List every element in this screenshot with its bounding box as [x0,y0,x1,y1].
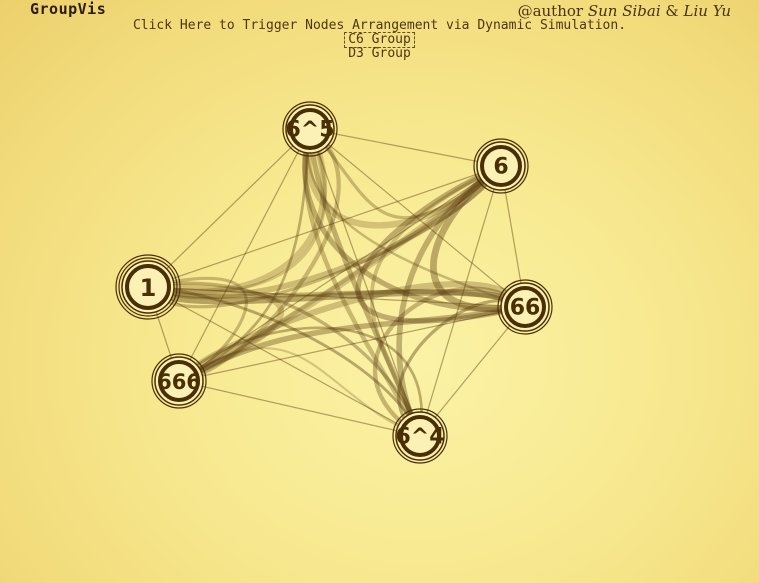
edge-curve-n6-n666 [177,164,503,383]
edge-curve-n1-n65 [144,125,328,295]
edge-n65-n6 [309,128,502,167]
node-n64[interactable]: 6^4 [392,408,448,464]
node-halo-ring [497,279,553,335]
trigger-simulation-link[interactable]: Click Here to Trigger Nodes Arrangement … [132,18,627,33]
node-n666[interactable]: 666 [151,353,207,409]
author-credit: @author Sun Sibai & Liu Yu [518,2,731,20]
node-halo-ring [282,101,338,157]
edge-curve-n1-n6 [145,163,504,300]
node-label: 66 [510,296,541,321]
edge-curve-n1-n6 [146,164,503,309]
edge-curve-n6-n66 [355,163,528,324]
app-title: GroupVis [30,0,107,18]
node-n6[interactable]: 6 [473,138,529,194]
node-halo-ring [115,254,181,320]
edge-n6-n666 [178,165,502,382]
edge-curve-n64-n666 [177,347,422,438]
edge-n1-n6 [147,165,502,288]
edge-n6-n64 [419,165,502,437]
edge-n66-n666 [178,306,526,382]
group-option-d3[interactable]: D3 Group [348,46,411,61]
edge-curve-n65-n6 [308,127,503,220]
node-halo-ring [151,353,207,409]
edge-n65-n66 [309,128,526,308]
edge-curve-n65-n66 [306,127,527,309]
edge-curve-n65-n666 [177,127,312,383]
node-label: 666 [157,370,201,394]
edge-layer [144,125,529,439]
node-n1[interactable]: 1 [115,254,181,320]
edge-curve-n65-n666 [176,126,341,384]
node-inner-circle [289,108,331,150]
node-inner-circle [480,145,522,187]
edge-curve-n6-n666 [175,162,505,385]
author-prefix: @author [517,2,584,20]
edge-curve-n66-n666 [176,304,528,384]
edge-n65-n64 [309,128,421,437]
author-name-1: Sun Sibai [587,2,661,20]
author-joiner: & [665,2,679,20]
edge-curve-n65-n64 [302,126,423,439]
node-inner-circle [158,360,200,402]
node-n66[interactable]: 66 [497,279,553,335]
node-inner-circle [399,415,441,457]
node-inner-circle [125,264,171,310]
group-option-c6[interactable]: C6 Group [344,32,415,48]
edge-curve-n65-n6 [304,125,505,229]
edge-curve-n1-n64 [146,285,422,438]
edge-n1-n64 [147,286,421,437]
edge-curve-n1-n666 [145,283,284,384]
node-halo-ring [118,257,178,317]
node-halo-ring [392,408,448,464]
node-label: 6^5 [285,118,334,143]
edge-curve-n1-n65 [146,127,327,294]
node-label: 6 [493,155,508,180]
edge-curve-n1-n64 [146,281,422,438]
edge-curve-n65-n64 [307,126,423,439]
edge-n66-n64 [419,306,526,437]
group-controls: Click Here to Trigger Nodes Arrangement … [0,19,759,61]
node-n65[interactable]: 6^5 [282,101,338,157]
author-name-2: Liu Yu [683,2,731,20]
edge-n1-n65 [147,128,311,288]
edge-curve-n6-n64 [369,164,503,438]
node-label: 6^4 [395,425,444,450]
edge-curve-n66-n64 [372,286,528,439]
edge-curve-n65-n66 [302,126,528,312]
edge-curve-n6-n66 [430,162,529,313]
edge-curve-n64-n666 [177,326,423,438]
edge-curve-n66-n666 [175,281,529,385]
edge-curve-n6-n64 [396,163,504,439]
edge-n65-n666 [178,128,311,382]
node-halo-ring [473,138,529,194]
node-label: 1 [140,274,157,302]
edge-n64-n666 [178,380,421,437]
node-inner-circle [504,286,546,328]
edge-n1-n66 [147,286,526,308]
